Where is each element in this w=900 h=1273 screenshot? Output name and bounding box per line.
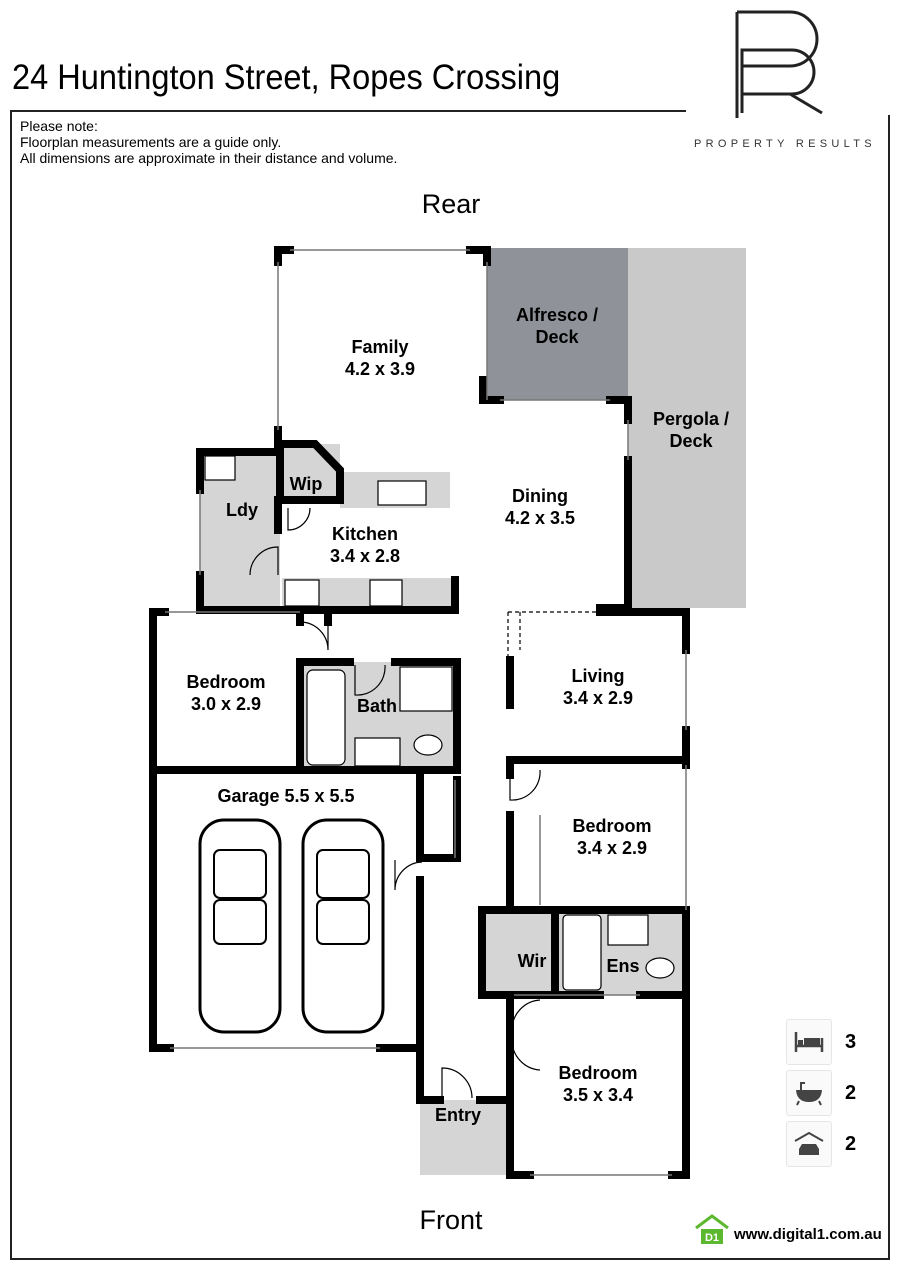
shower [399, 666, 453, 712]
alfresco-fill [487, 248, 628, 400]
ens-shower [562, 914, 602, 991]
room-wip: Wip [289, 474, 323, 494]
front-label: Front [419, 1205, 483, 1235]
page-title: 24 Huntington Street, Ropes Crossing [12, 58, 561, 97]
bath-icon [786, 1070, 832, 1116]
brand-name: PROPERTY RESULTS [694, 138, 876, 150]
room-alfresco: Alfresco /Deck [515, 305, 599, 347]
laundry-tub [204, 455, 236, 481]
rear-label: Rear [421, 189, 481, 219]
cooktop [369, 579, 403, 607]
bathtub [306, 669, 346, 766]
pergola-fill [628, 248, 746, 608]
property-results-logo [735, 10, 823, 118]
bathroom-count: 2 [845, 1082, 857, 1104]
fridge [284, 579, 320, 607]
digital1-logo: D1 [695, 1214, 729, 1244]
svg-text:D1: D1 [705, 1232, 719, 1244]
car-space-count: 2 [845, 1133, 857, 1155]
wip-fill [280, 444, 340, 500]
bedroom-count: 3 [845, 1031, 857, 1053]
car-icons [198, 818, 385, 1034]
frame-gap [686, 105, 890, 115]
website-link[interactable]: www.digital1.com.au [734, 1226, 882, 1243]
ens-toilet [645, 957, 675, 979]
note-line: Floorplan measurements are a guide only. [20, 134, 282, 150]
kitchen-sink [377, 480, 427, 506]
note-heading: Please note: [20, 118, 98, 134]
bed-icon [786, 1019, 832, 1065]
entry-fill [420, 1100, 510, 1175]
vanity [354, 737, 401, 767]
room-bath: Bath [357, 696, 397, 716]
toilet [413, 734, 443, 756]
room-pergola: Pergola /Deck [652, 409, 730, 451]
room-garage: Garage 5.5 x 5.5 [217, 786, 355, 806]
room-laundry: Ldy [225, 500, 259, 520]
garage-icon [786, 1121, 832, 1167]
page-frame [10, 110, 890, 1260]
ens-basin [607, 914, 649, 946]
room-wir: Wir [517, 951, 547, 971]
note-line: All dimensions are approximate in their … [20, 150, 398, 166]
room-ensuite: Ens [606, 956, 640, 976]
room-entry: Entry [434, 1105, 482, 1125]
